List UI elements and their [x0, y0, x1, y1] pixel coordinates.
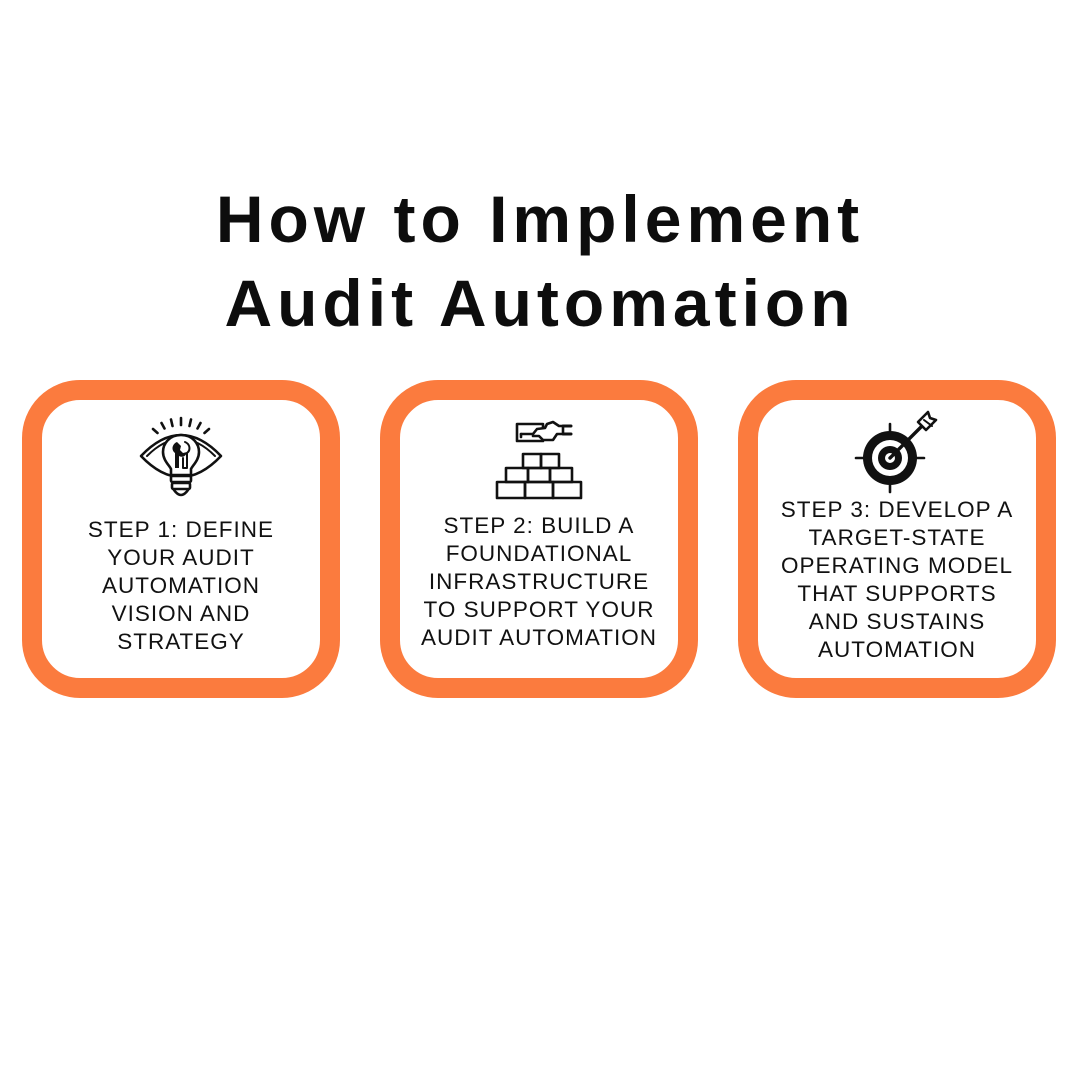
step-3-text: STEP 3: DEVELOP A TARGET-STATE OPERATING…: [780, 497, 1014, 662]
step-card-2: STEP 2: BUILD A FOUNDATIONAL INFRASTRUCT…: [380, 380, 698, 698]
step-1-text: STEP 1: DEFINE YOUR AUDIT AUTOMATION VIS…: [87, 517, 275, 654]
page-title-line-1: How to Implement: [215, 182, 865, 256]
page-title-line-2: Audit Automation: [224, 266, 856, 340]
step-card-1: STEP 1: DEFINE YOUR AUDIT AUTOMATION VIS…: [22, 380, 340, 698]
step-2-text: STEP 2: BUILD A FOUNDATIONAL INFRASTRUCT…: [420, 513, 658, 650]
hand-building-bricks-icon: [495, 420, 583, 500]
step-card-3: STEP 3: DEVELOP A TARGET-STATE OPERATING…: [738, 380, 1056, 698]
target-arrow-icon: [854, 410, 938, 494]
lightbulb-eye-icon: [139, 416, 223, 497]
